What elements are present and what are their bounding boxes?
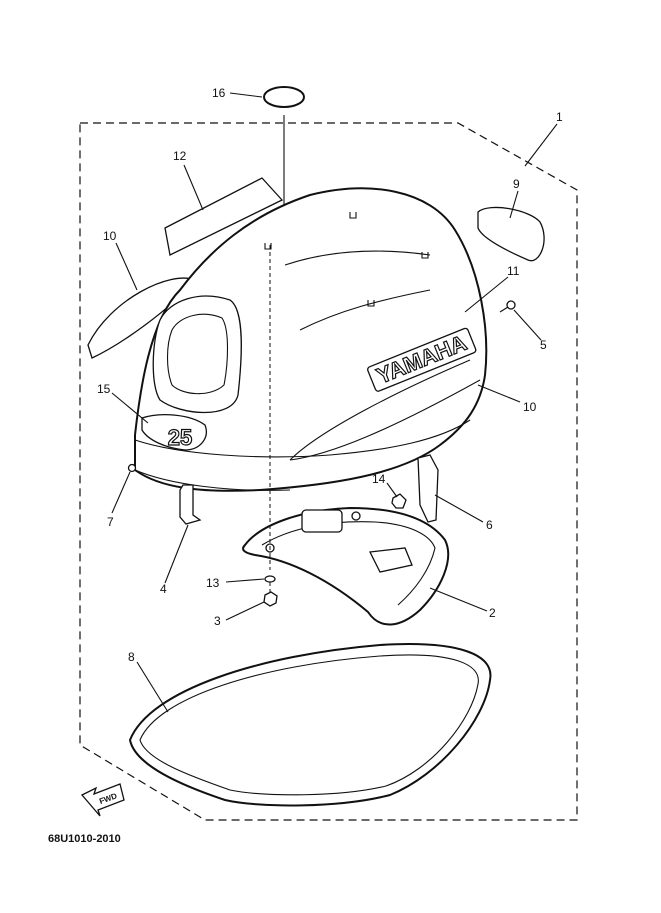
part-4-bracket: [179, 484, 202, 525]
callout-11: 11: [507, 264, 520, 278]
assembly-boundary: [79, 122, 578, 821]
callout-4: 4: [160, 582, 167, 596]
callout-12: 12: [173, 149, 187, 163]
callout-10-upper: 10: [103, 229, 117, 243]
callout-14: 14: [372, 472, 386, 486]
part-2-bottom-cowling: [242, 506, 450, 626]
part-9-decal: [477, 206, 545, 262]
callout-13: 13: [206, 576, 220, 590]
leader-lines: [111, 92, 558, 713]
part-12-decal: [164, 177, 284, 256]
callout-10-lower: 10: [523, 400, 537, 414]
part-6-bracket: [417, 454, 439, 523]
part-14-nut: [391, 493, 407, 509]
callout-5: 5: [540, 338, 547, 352]
fwd-arrow-icon: FWD: [80, 783, 125, 817]
part-13-washer: [264, 575, 276, 583]
part-15-model-badge: 25: [141, 414, 207, 451]
callout-8: 8: [128, 650, 135, 664]
part-7-screw: [127, 463, 137, 473]
part-16-grommet: [263, 86, 305, 108]
part-3-bolt: [263, 591, 278, 607]
model-number-text: 25: [168, 425, 192, 450]
callout-15: 15: [97, 382, 111, 396]
callout-6: 6: [486, 518, 493, 532]
callout-3: 3: [214, 614, 221, 628]
callout-7: 7: [107, 515, 114, 529]
callout-16: 16: [212, 86, 226, 100]
callout-9: 9: [513, 177, 520, 191]
part-8-gasket: [128, 643, 492, 807]
callout-1: 1: [556, 110, 563, 124]
diagram-code: 68U1010-2010: [48, 833, 121, 845]
callout-2: 2: [489, 606, 496, 620]
part-1-top-cowling: [134, 187, 488, 492]
part-5-screw: [499, 300, 516, 313]
